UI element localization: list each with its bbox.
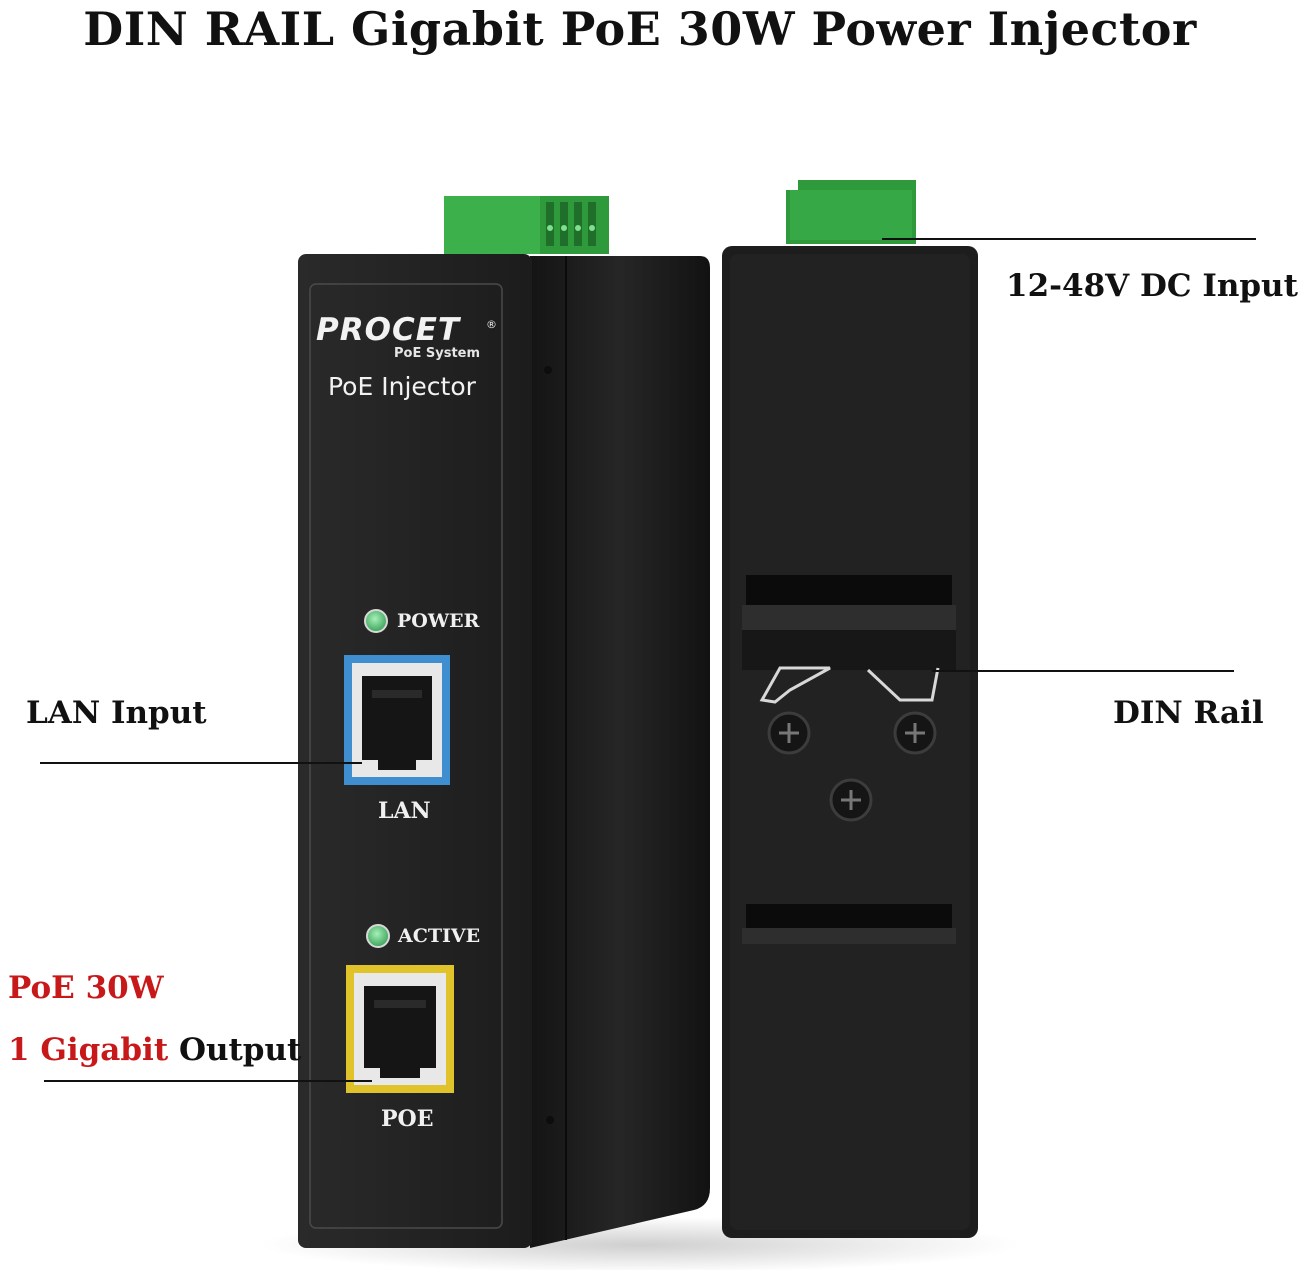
- active-led-label: ACTIVE: [398, 925, 481, 947]
- registered-mark: ®: [486, 318, 497, 331]
- lan-input-line: [40, 762, 362, 764]
- poe-port-label: POE: [381, 1106, 434, 1132]
- power-led: [364, 609, 388, 633]
- brand-subtitle: PoE System: [394, 346, 481, 361]
- dc-input-callout: 12-48V DC Input: [1006, 268, 1298, 304]
- output-text: Output: [168, 1032, 302, 1068]
- gigabit-output-callout: 1 Gigabit Output: [8, 1032, 301, 1068]
- lan-port-label: LAN: [378, 798, 431, 824]
- din-rail-clip: [742, 575, 956, 944]
- active-led: [366, 924, 390, 948]
- din-rail-callout: DIN Rail: [1113, 695, 1264, 731]
- product-name: PoE Injector: [328, 372, 476, 401]
- page-title: DIN RAIL Gigabit PoE 30W Power Injector: [83, 2, 1197, 56]
- terminal-block-rear: [786, 180, 916, 244]
- terminal-block-front: [444, 196, 609, 254]
- device-side: [530, 256, 710, 1248]
- poe-port: [346, 965, 454, 1093]
- din-rail-line: [932, 670, 1234, 672]
- poe-output-line: [44, 1080, 372, 1082]
- lan-input-callout: LAN Input: [26, 695, 207, 731]
- power-led-label: POWER: [397, 610, 480, 632]
- brand-logo: PROCET: [316, 312, 461, 348]
- lan-port: [344, 655, 450, 785]
- dc-input-line: [882, 238, 1256, 240]
- poe-power-callout: PoE 30W: [8, 970, 164, 1006]
- gigabit-text: 1 Gigabit: [8, 1032, 169, 1068]
